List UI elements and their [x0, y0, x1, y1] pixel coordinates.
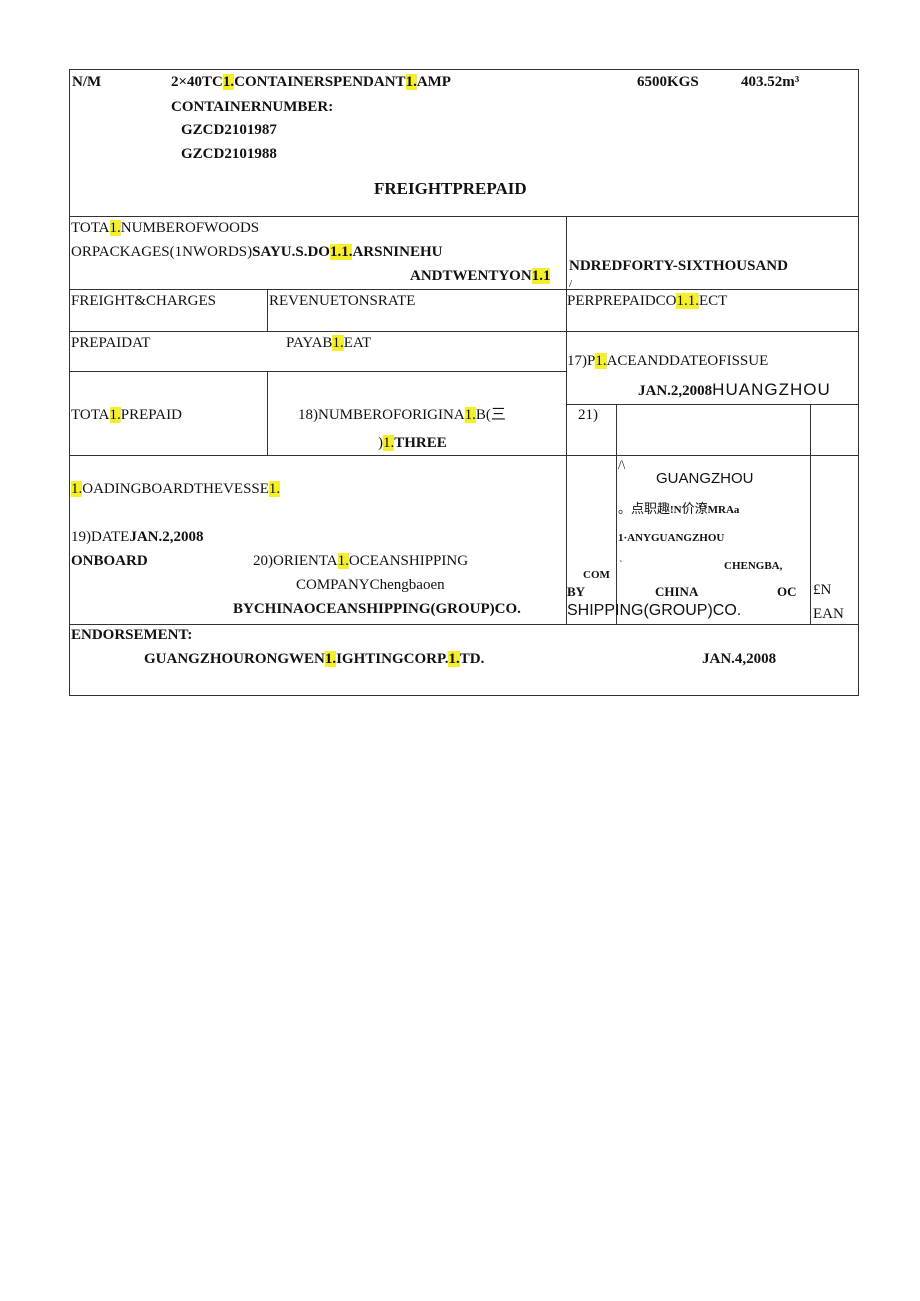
freight-charges-label: FREIGHT&CHARGES: [71, 293, 217, 309]
row-divider: [70, 289, 858, 290]
stamp-garbled-text: 。点职趣!N价潦MRAa: [618, 501, 740, 516]
loading-on-board-label: 1.OADINGBOARDTHEVESSE1.: [71, 481, 281, 497]
stamp-com: COM: [583, 569, 610, 581]
container-number-label: CONTAINERNUMBER:: [171, 99, 334, 115]
stamp-right-b: EAN: [813, 606, 844, 622]
col-divider: [810, 404, 811, 624]
row-divider: [70, 216, 858, 217]
payable-at-label: PAYAB1.EAT: [286, 335, 372, 351]
endorsement-label: ENDORSEMENT:: [71, 627, 193, 643]
stamp-agency: 1·ANYGUANGZHOU: [618, 532, 725, 544]
col-divider: [616, 404, 617, 624]
total-packages-words-cont: ANDTWENTYON1.1: [410, 268, 551, 284]
col-divider: [566, 216, 567, 624]
prepaid-collect-label: PERPREPAIDCO1.1.ECT: [567, 293, 728, 309]
row-divider: [70, 624, 858, 625]
signed-by-carrier: BYCHINAOCEANSHIPPING(GROUP)CO.: [233, 601, 521, 617]
prepaid-at-label: PREPAIDAT: [71, 335, 151, 351]
row-divider: [70, 331, 858, 332]
stamp-chengba: CHENGBA,: [724, 560, 783, 572]
carrier-name: 20)ORIENTA1.OCEANSHIPPING: [253, 553, 469, 569]
stamp-tick: `: [619, 559, 623, 571]
row-divider: [70, 371, 566, 372]
total-packages-words-right: NDREDFORTY-SIXTHOUSAND: [569, 258, 788, 274]
endorsement-company: GUANGZHOURONGWEN1.IGHTINGCORP.1.TD.: [144, 651, 485, 667]
gross-weight: 6500KGS: [637, 74, 699, 90]
container-number: GZCD2101988: [181, 146, 277, 162]
endorsement-date: JAN.4,2008: [702, 651, 777, 667]
number-originals-label: 18)NUMBEROFORIGINA1.B(三: [298, 407, 506, 423]
onboard-label: ONBOARD: [71, 553, 148, 569]
place-date-issue-label: 17)P1.ACEANDDATEOFISSUE: [567, 353, 769, 369]
row-divider: [70, 455, 858, 456]
stamp-by: BY: [567, 584, 586, 599]
onboard-date: 19)DATEJAN.2,2008: [71, 529, 204, 545]
stamp-right-a: £N: [813, 582, 832, 598]
issue-date-place: JAN.2,2008HUANGZHOU: [638, 380, 831, 400]
total-packages-words: ORPACKAGES(1NWORDS)SAYU.S.DO1.1.ARSNINEH…: [71, 244, 443, 260]
slash-mark: /: [569, 278, 573, 290]
stamp-china: CHINA: [655, 584, 699, 599]
col-divider: [267, 289, 268, 331]
marks-label: N/M: [72, 74, 102, 90]
total-packages-label: TOTA1.NUMBEROFWOODS: [71, 220, 260, 236]
row-divider: [566, 404, 858, 405]
measurement: 403.52m³: [741, 74, 800, 90]
bill-of-lading-table: N/M 2×40TC1.CONTAINERSPENDANT1.AMP 6500K…: [69, 69, 859, 696]
container-number: GZCD2101987: [181, 122, 277, 138]
freight-prepaid: FREIGHTPREPAID: [374, 179, 527, 198]
carrier-company: COMPANYChengbaoen: [296, 577, 445, 593]
number-originals-value: )1.THREE: [378, 435, 447, 451]
stamp-guangzhou: GUANGZHOU: [656, 470, 754, 487]
stamp-shipping: SHIPPING(GROUP)CO.: [567, 602, 742, 619]
col-divider: [267, 371, 268, 455]
total-prepaid-label: TOTA1.PREPAID: [71, 407, 182, 423]
container-description: 2×40TC1.CONTAINERSPENDANT1.AMP: [171, 74, 451, 90]
stamp-slash: /\: [618, 457, 626, 472]
box-21-label: 21): [578, 407, 598, 423]
revenue-tons-label: REVENUETONSRATE: [269, 293, 416, 309]
stamp-oc: OC: [777, 584, 797, 599]
